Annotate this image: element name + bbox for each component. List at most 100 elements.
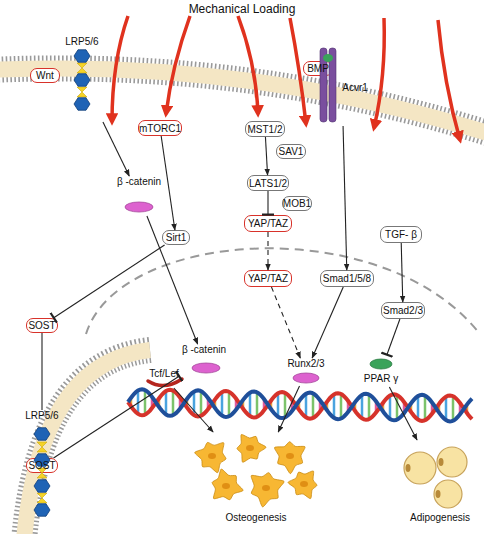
protein-box: SOST: [26, 318, 58, 333]
dna-base-pair: [249, 393, 252, 416]
dna-helix: [128, 389, 472, 421]
signal-connector: [147, 216, 198, 344]
receptor: Acvr1: [315, 44, 369, 126]
cell-body: [251, 473, 284, 507]
loading-arrow: [238, 16, 258, 114]
osteoblast-cell: [237, 434, 266, 462]
protein-box: YAP/TAZ: [244, 215, 292, 232]
dna-base-pair: [361, 395, 364, 418]
protein-shape: [148, 379, 182, 386]
node-text: LRP5/6: [58, 36, 106, 47]
cell-body: [237, 434, 266, 462]
signal-connector: [389, 387, 417, 440]
node-text: MOB1: [283, 198, 311, 209]
membrane-heads: [0, 68, 484, 135]
node-text: MST1/2: [247, 124, 282, 135]
receptor-domain: [34, 428, 50, 440]
protein-box: YAP/TAZ: [244, 270, 292, 287]
protein-ellipse: Runx2/3: [282, 358, 330, 386]
cell-nucleus: [436, 490, 441, 498]
node-text: SAV1: [279, 146, 304, 157]
signal-connector: [41, 333, 42, 410]
dna-base-pair: [165, 391, 168, 414]
node-text: YAP/TAZ: [248, 273, 288, 284]
protein-box: mTORC1: [138, 120, 182, 136]
membrane-tails: [0, 68, 484, 135]
receptor-link: [77, 63, 87, 73]
cell-body: [437, 447, 467, 477]
signal-connector: [271, 287, 300, 358]
receptor-link: [77, 87, 87, 97]
dna-base-pair: [333, 394, 336, 417]
nucleus-boundary: [86, 248, 480, 334]
cell-nucleus: [286, 453, 294, 459]
cell-body: [404, 452, 436, 484]
osteoblast-cell: [274, 442, 305, 474]
cell-nucleus: [208, 453, 216, 459]
node-text: Sirt1: [166, 232, 187, 243]
node-text: Wnt: [36, 70, 54, 81]
loading-arrow: [112, 16, 128, 122]
cell-type: Adipogenesis: [398, 440, 482, 528]
node-text: Osteogenesis: [188, 512, 324, 523]
signal-connector: [312, 287, 343, 358]
receptor-domain: [34, 480, 50, 492]
dna-base-pair: [312, 393, 315, 418]
receptor-link: [37, 493, 47, 503]
receptor-domain: [74, 50, 90, 62]
osteoblast-cell: [212, 469, 243, 500]
dna-strand: [128, 389, 472, 421]
signal-connector: [174, 388, 213, 432]
signal-connector: [54, 376, 180, 458]
dna-base-pair: [445, 397, 448, 420]
membrane-tails: [24, 350, 150, 534]
node-text: SOST: [28, 320, 55, 331]
node-text: Smad2/3: [383, 305, 423, 316]
cell-body: [274, 442, 305, 474]
node-text: TGF- β: [385, 229, 417, 240]
protein-ellipse: β -catenin: [112, 176, 166, 216]
transcription-factor: Tcf/Lef: [144, 366, 184, 388]
receptor: LRP5/6: [58, 36, 106, 122]
protein-shape: [370, 359, 392, 369]
protein-box: LATS1/2: [247, 175, 289, 191]
node-text: Runx2/3: [282, 358, 330, 369]
receptor-domain: [74, 74, 90, 86]
dna-base-pair: [200, 391, 203, 416]
cell-nucleus: [406, 464, 411, 472]
ligand-box: BMP: [303, 61, 333, 76]
loading-arrow: [438, 20, 460, 140]
node-text: YAP/TAZ: [248, 218, 288, 229]
cell-nucleus: [246, 445, 254, 451]
protein-ellipse: PPAR γ: [358, 355, 404, 387]
osteoblast-cell: [288, 471, 317, 499]
node-text: β -catenin: [112, 176, 166, 187]
node-text: LRP5/6: [14, 410, 70, 421]
signal-connector: [161, 136, 175, 230]
dna-base-pair: [228, 392, 231, 417]
signal-connector: [278, 386, 299, 432]
signal-connector: [267, 232, 268, 270]
loading-arrow: [374, 18, 384, 128]
protein-box: Smad1/5/8: [320, 270, 374, 287]
dna-base-pair: [417, 396, 420, 419]
cell-body: [195, 442, 226, 472]
protein-shape: [192, 363, 220, 373]
dna-strand: [128, 390, 472, 421]
protein-box: SOST: [26, 458, 58, 473]
adipocyte-cell: [437, 447, 467, 477]
signal-connector: [267, 191, 268, 215]
cell-body: [212, 469, 243, 500]
cell-nucleus: [439, 458, 444, 466]
ligand-box: Wnt: [30, 68, 60, 83]
node-text: BMP: [307, 63, 329, 74]
cell-body: [288, 471, 317, 499]
dna-base-pair: [396, 395, 399, 420]
signal-connector: [53, 245, 164, 318]
osteoblast-cell: [251, 473, 284, 507]
dna-base-pair: [305, 394, 308, 417]
cell-nucleus: [222, 483, 230, 489]
signal-connector: [265, 137, 267, 175]
dna-base-pair: [389, 396, 392, 419]
